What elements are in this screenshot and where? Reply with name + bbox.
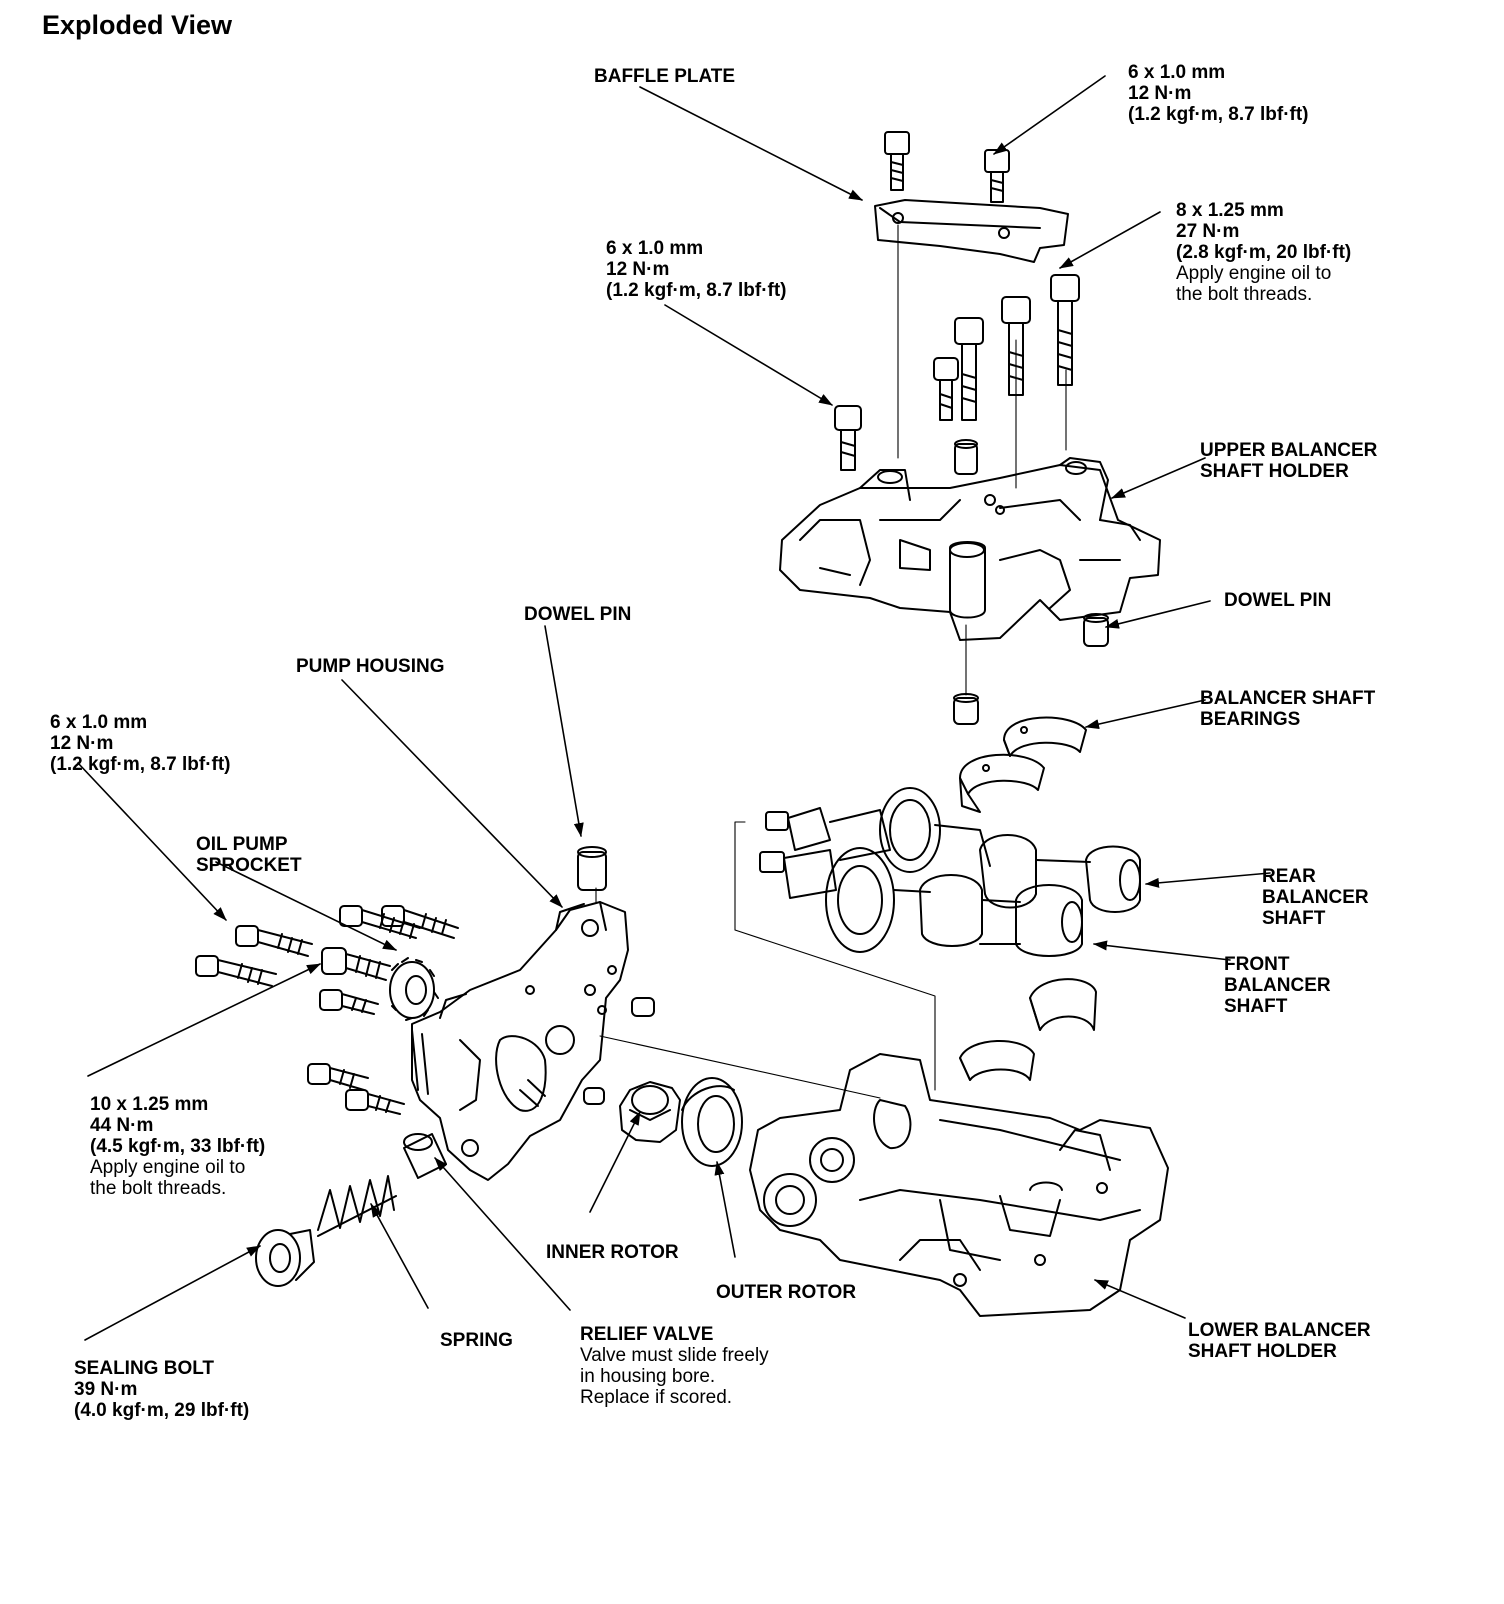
relief-valve	[403, 1133, 447, 1179]
spec-torque-alt: (2.8 kgf·m, 20 lbf·ft)	[1176, 242, 1352, 263]
label-outer-rotor: OUTER ROTOR	[716, 1282, 857, 1303]
label-lower-balancer-shaft-holder: LOWER BALANCER SHAFT HOLDER	[1188, 1320, 1371, 1362]
spec-torque: 27 N·m	[1176, 221, 1240, 242]
label-relief-valve-title: RELIEF VALVE	[580, 1324, 714, 1345]
pump-bolts	[195, 905, 459, 1115]
label-dowel-pin-right: DOWEL PIN	[1224, 590, 1332, 611]
dowel-pin-lower	[953, 693, 979, 725]
spec-note: the bolt threads.	[90, 1178, 227, 1199]
label-front-balancer-shaft: FRONT BALANCER SHAFT	[1224, 954, 1331, 1017]
label-sprocket-bolt-spec: 10 x 1.25 mm 44 N·m (4.5 kgf·m, 33 lbf·f…	[90, 1094, 265, 1199]
small-dowel-pins	[583, 997, 655, 1105]
label-pump-bolt-spec: 6 x 1.0 mm 12 N·m (1.2 kgf·m, 8.7 lbf·ft…	[50, 712, 231, 775]
lower-balancer-shaft-holder	[749, 1053, 1169, 1317]
label-line: BEARINGS	[1200, 709, 1301, 730]
page-title: Exploded View	[42, 10, 233, 40]
spec-note: Replace if scored.	[580, 1387, 733, 1408]
baffle-bolts	[884, 131, 1010, 203]
pump-housing	[411, 901, 629, 1181]
lower-bearings	[959, 978, 1097, 1081]
label-line: REAR	[1262, 866, 1316, 887]
holder-bolt-short	[834, 405, 862, 471]
label-upper-balancer-shaft-holder: UPPER BALANCER SHAFT HOLDER	[1200, 440, 1377, 482]
label-baffle-plate: BAFFLE PLATE	[594, 66, 736, 87]
spec-torque: 12 N·m	[50, 733, 114, 754]
spring	[317, 1175, 397, 1237]
label-line: BALANCER SHAFT	[1200, 688, 1376, 709]
spec-torque-alt: (1.2 kgf·m, 8.7 lbf·ft)	[1128, 104, 1309, 125]
spec-note: Valve must slide freely	[580, 1345, 769, 1366]
leader-lines	[77, 75, 1271, 1341]
label-holder-short-bolt-spec: 6 x 1.0 mm 12 N·m (1.2 kgf·m, 8.7 lbf·ft…	[606, 238, 787, 301]
label-line: UPPER BALANCER	[1200, 440, 1378, 461]
spec-torque: 12 N·m	[606, 259, 670, 280]
oil-pump-sprocket	[389, 957, 439, 1021]
spec-note: Apply engine oil to	[1176, 263, 1332, 284]
spec-note: Apply engine oil to	[90, 1157, 246, 1178]
label-line: BALANCER	[1224, 975, 1331, 996]
spec-note: in housing bore.	[580, 1366, 716, 1387]
label-dowel-pin-center: DOWEL PIN	[524, 604, 632, 625]
label-line: BALANCER	[1262, 887, 1369, 908]
sealing-bolt	[255, 1229, 315, 1287]
label-sealing-bolt-title: SEALING BOLT	[74, 1358, 215, 1379]
label-pump-housing: PUMP HOUSING	[296, 656, 445, 677]
label-sealing-bolt: SEALING BOLT 39 N·m (4.0 kgf·m, 29 lbf·f…	[74, 1358, 249, 1421]
rear-balancer-shaft	[765, 787, 1141, 913]
upper-balancer-shaft-holder	[779, 439, 1161, 641]
dowel-pin-pump	[577, 846, 607, 891]
spec-size: 6 x 1.0 mm	[1128, 62, 1226, 83]
label-oil-pump-sprocket: OIL PUMP SPROCKET	[196, 834, 302, 876]
spec-size: 6 x 1.0 mm	[606, 238, 704, 259]
label-spring: SPRING	[440, 1330, 513, 1351]
dowel-pin-right	[1083, 613, 1109, 647]
label-line: SPROCKET	[196, 855, 302, 876]
label-line: FRONT	[1224, 954, 1290, 975]
spec-torque-alt: (1.2 kgf·m, 8.7 lbf·ft)	[606, 280, 787, 301]
baffle-plate	[874, 199, 1069, 263]
front-balancer-shaft	[759, 847, 1083, 957]
holder-bolts-long	[933, 274, 1080, 421]
label-inner-rotor: INNER ROTOR	[546, 1242, 679, 1263]
label-rear-balancer-shaft: REAR BALANCER SHAFT	[1262, 866, 1369, 929]
inner-rotor	[619, 1081, 681, 1143]
balancer-shaft-bearings	[959, 716, 1087, 813]
label-relief-valve: RELIEF VALVE Valve must slide freely in …	[580, 1324, 769, 1408]
label-line: SHAFT	[1224, 996, 1288, 1017]
spec-size: 8 x 1.25 mm	[1176, 200, 1284, 221]
label-line: SHAFT HOLDER	[1188, 1341, 1337, 1362]
label-line: LOWER BALANCER	[1188, 1320, 1371, 1341]
spec-torque: 12 N·m	[1128, 83, 1192, 104]
label-line: SHAFT	[1262, 908, 1326, 929]
spec-size: 6 x 1.0 mm	[50, 712, 148, 733]
spec-torque-alt: (4.5 kgf·m, 33 lbf·ft)	[90, 1136, 266, 1157]
label-line: OIL PUMP	[196, 834, 288, 855]
spec-torque: 39 N·m	[74, 1379, 138, 1400]
spec-note: the bolt threads.	[1176, 284, 1313, 305]
label-holder-bolt-spec: 8 x 1.25 mm 27 N·m (2.8 kgf·m, 20 lbf·ft…	[1176, 200, 1351, 305]
spec-torque-alt: (1.2 kgf·m, 8.7 lbf·ft)	[50, 754, 231, 775]
label-balancer-shaft-bearings: BALANCER SHAFT BEARINGS	[1200, 688, 1375, 730]
spec-size: 10 x 1.25 mm	[90, 1094, 209, 1115]
spec-torque: 44 N·m	[90, 1115, 154, 1136]
alignment-lines	[595, 224, 1067, 1099]
spec-torque-alt: (4.0 kgf·m, 29 lbf·ft)	[74, 1400, 250, 1421]
label-line: SHAFT HOLDER	[1200, 461, 1349, 482]
outer-rotor	[681, 1077, 743, 1167]
label-baffle-bolt-spec: 6 x 1.0 mm 12 N·m (1.2 kgf·m, 8.7 lbf·ft…	[1128, 62, 1309, 125]
